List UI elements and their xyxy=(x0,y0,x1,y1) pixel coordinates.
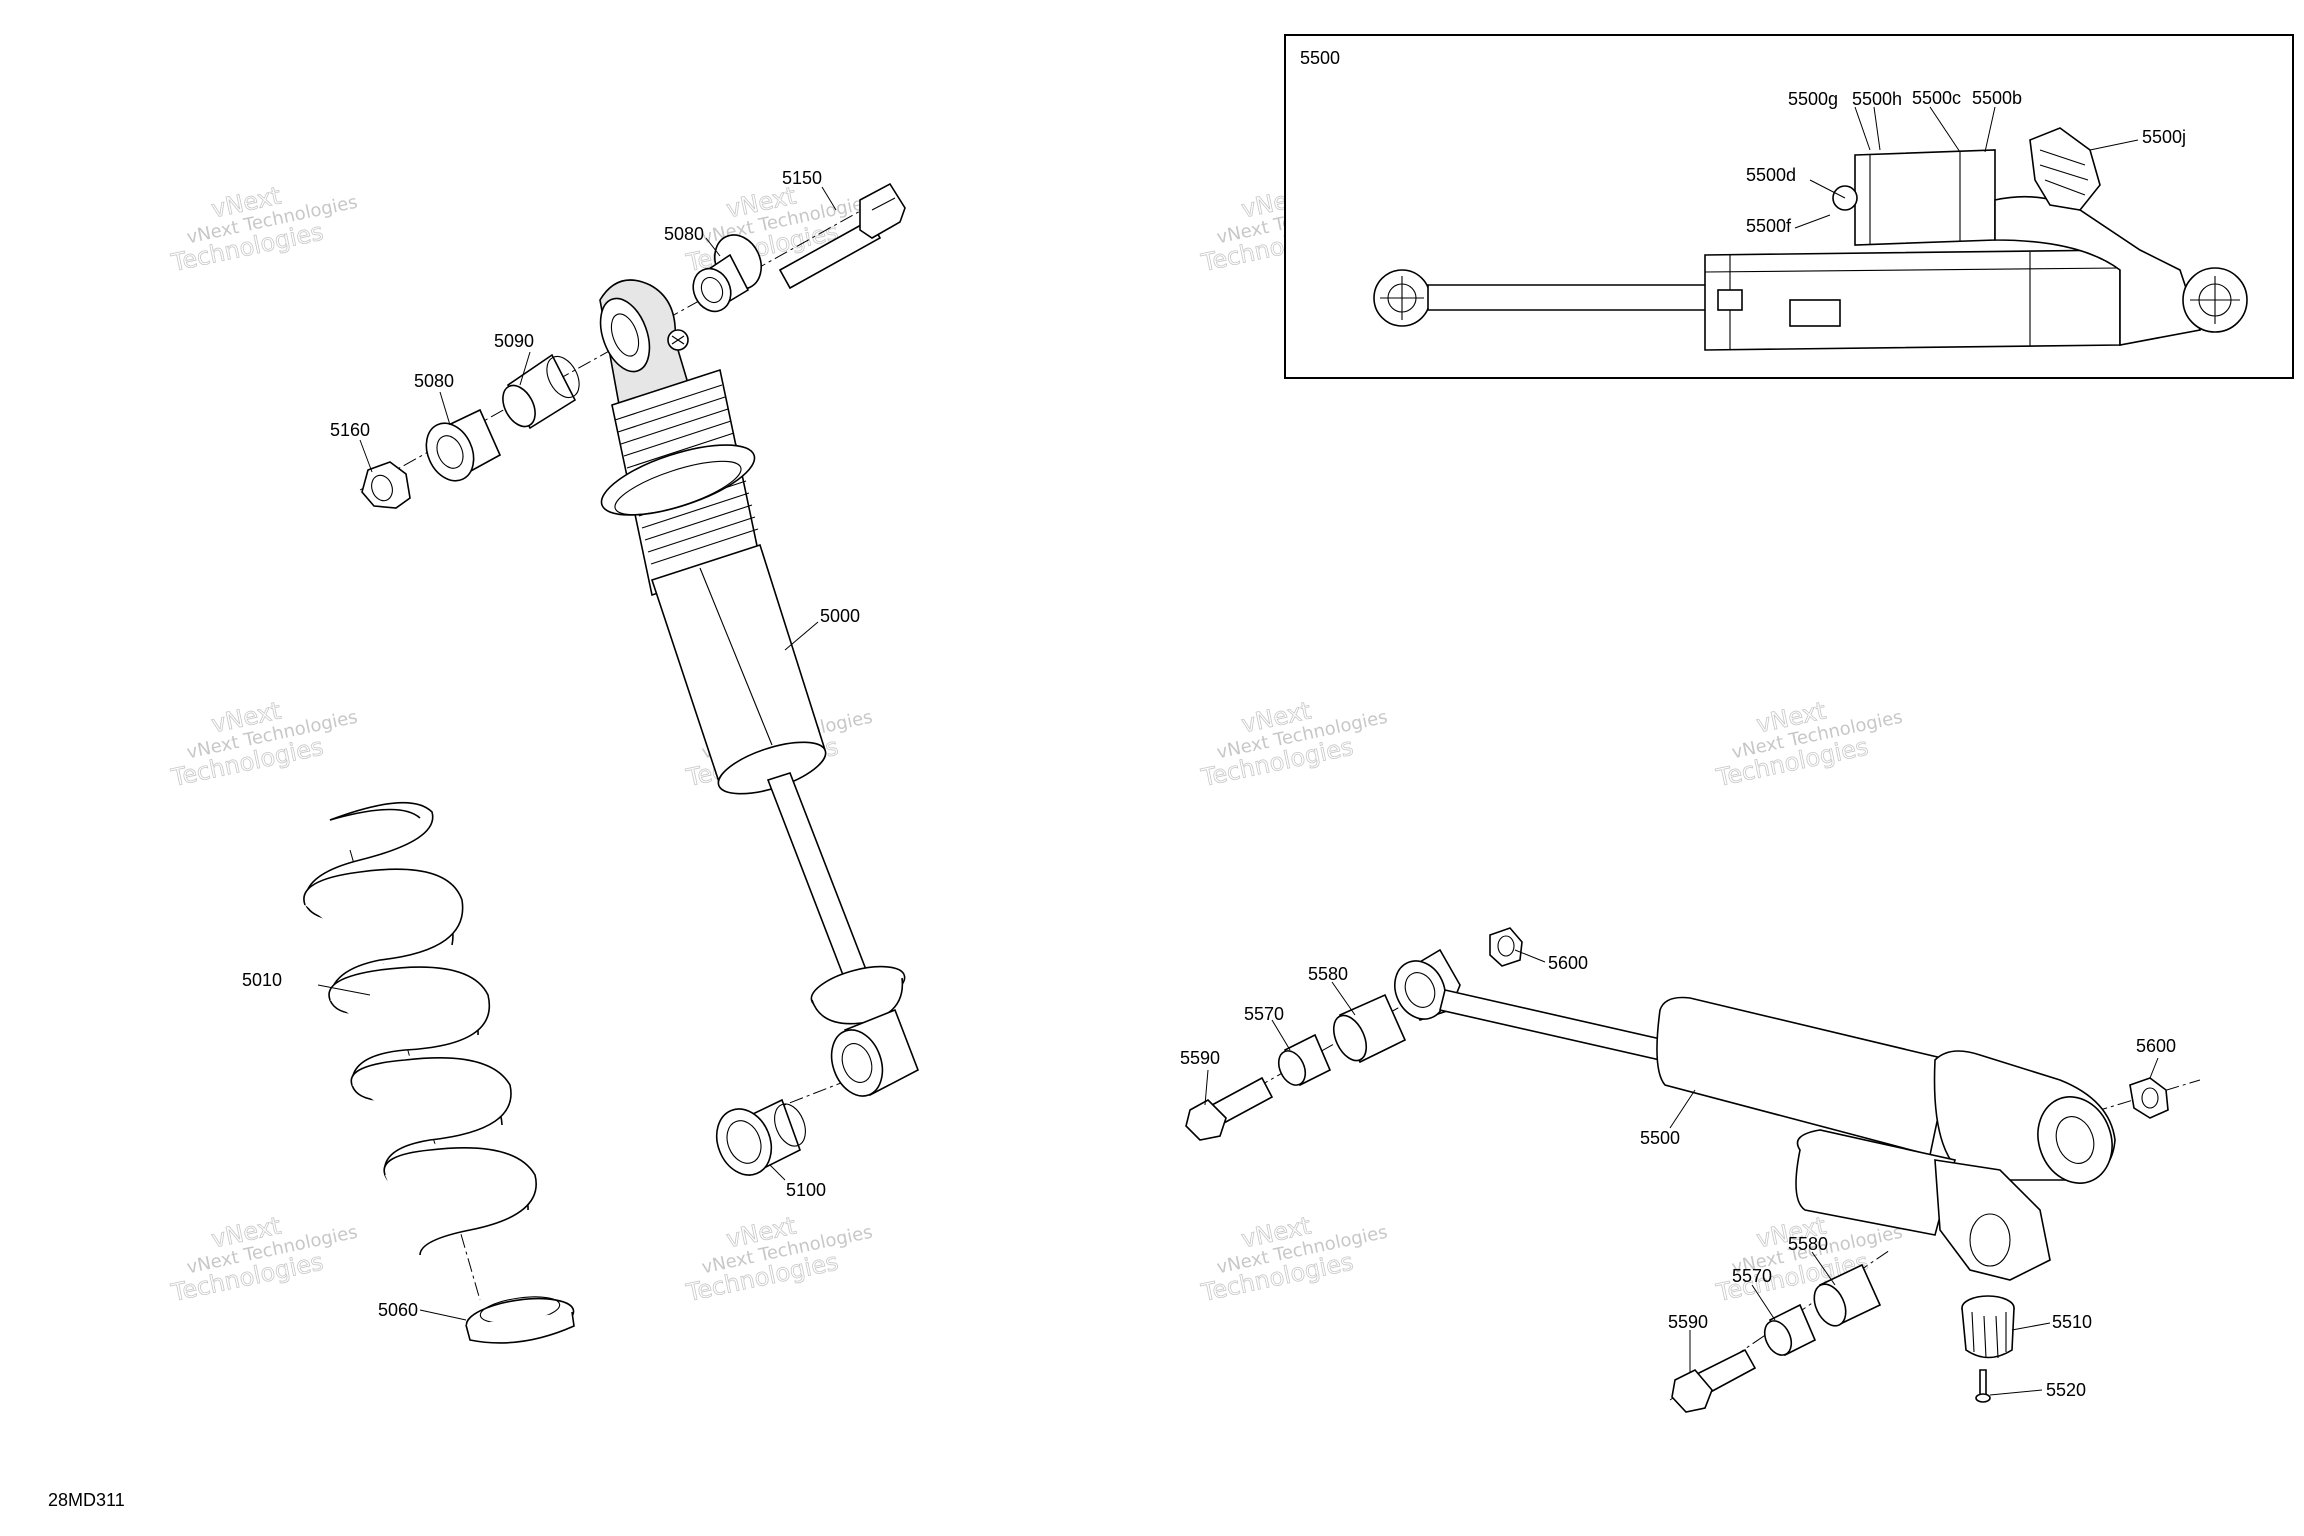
watermark: vNext vNext Technologies Technologies xyxy=(1713,696,1905,792)
watermark: vNext vNext Technologies Technologies xyxy=(168,696,360,792)
callout-5160: 5160 xyxy=(330,420,370,440)
inset-5500: 5500 xyxy=(1284,34,2294,379)
callout-5580: 5580 xyxy=(1788,1234,1828,1254)
callout-5100: 5100 xyxy=(786,1180,826,1200)
nut-5600-right xyxy=(2129,1077,2169,1119)
callout-5520: 5520 xyxy=(2046,1380,2086,1400)
callout-5080: 5080 xyxy=(414,371,454,391)
bushing-5580-lower xyxy=(1813,1263,1882,1327)
callout-5500c: 5500c xyxy=(1912,88,1961,108)
bushing-5100 xyxy=(715,1098,806,1177)
callout-5600: 5600 xyxy=(2136,1036,2176,1056)
shock-assembly-right: 5600 5580 5570 5590 5500 5600 5580 5570 … xyxy=(1180,927,2201,1413)
bolt-5590-lower xyxy=(1671,1348,1757,1413)
callout-5010: 5010 xyxy=(242,970,282,990)
callout-5500j: 5500j xyxy=(2142,127,2186,147)
callout-5500f: 5500f xyxy=(1746,216,1792,236)
bolt-5590-upper xyxy=(1185,1076,1274,1141)
watermark: vNext vNext Technologies Technologies xyxy=(168,1211,360,1307)
callout-5590: 5590 xyxy=(1180,1048,1220,1068)
callout-5060: 5060 xyxy=(378,1300,418,1320)
callout-5570: 5570 xyxy=(1244,1004,1284,1024)
sleeve-5090 xyxy=(502,353,580,430)
watermark: vNext vNext Technologies Technologies xyxy=(1198,1211,1390,1307)
nut-5160 xyxy=(361,461,411,509)
callout-5600: 5600 xyxy=(1548,953,1588,973)
bushing-5580-upper xyxy=(1332,993,1407,1064)
callout-5580: 5580 xyxy=(1308,964,1348,984)
callout-5500: 5500 xyxy=(1640,1128,1680,1148)
bushing-5080-upper xyxy=(692,234,762,313)
figure-code: 28MD311 xyxy=(48,1490,125,1510)
inset-title: 5500 xyxy=(1300,48,1340,68)
shock-assembly-left: 5150 5080 5090 5080 5160 5000 5010 5100 … xyxy=(242,168,920,1344)
watermark: vNext vNext Technologies Technologies xyxy=(683,1211,875,1307)
inset-shock-drawing xyxy=(1373,127,2248,351)
callout-5080: 5080 xyxy=(664,224,704,244)
callout-5500b: 5500b xyxy=(1972,88,2022,108)
adjuster-knob-5510 xyxy=(1961,1295,2015,1359)
callout-5090: 5090 xyxy=(494,331,534,351)
leaders-left xyxy=(317,186,837,1321)
shock-body-5500 xyxy=(1394,948,2116,1281)
callout-5500g: 5500g xyxy=(1788,89,1838,109)
callout-5500h: 5500h xyxy=(1852,89,1902,109)
screw-5520 xyxy=(1975,1369,1991,1403)
inset-leaders xyxy=(1794,106,2139,229)
watermark: vNext vNext Technologies Technologies xyxy=(683,181,875,277)
callout-5570: 5570 xyxy=(1732,1266,1772,1286)
spring-seat-5060 xyxy=(465,1296,575,1344)
callout-5590: 5590 xyxy=(1668,1312,1708,1332)
leaders-right xyxy=(1204,949,2159,1396)
bushing-5080-lower xyxy=(425,408,502,482)
shock-body-5000 xyxy=(599,279,920,1097)
bolt-5150 xyxy=(778,182,906,290)
spacer-5570-lower xyxy=(1763,1303,1817,1357)
callout-5150: 5150 xyxy=(782,168,822,188)
spacer-5570-upper xyxy=(1277,1033,1332,1087)
callout-5500d: 5500d xyxy=(1746,165,1796,185)
watermark: vNext vNext Technologies Technologies xyxy=(168,181,360,277)
spring-5010 xyxy=(303,801,537,1301)
watermark: vNext vNext Technologies Technologies xyxy=(1198,696,1390,792)
nut-5600-upper xyxy=(1489,927,1523,967)
callout-5000: 5000 xyxy=(820,606,860,626)
callout-5510: 5510 xyxy=(2052,1312,2092,1332)
